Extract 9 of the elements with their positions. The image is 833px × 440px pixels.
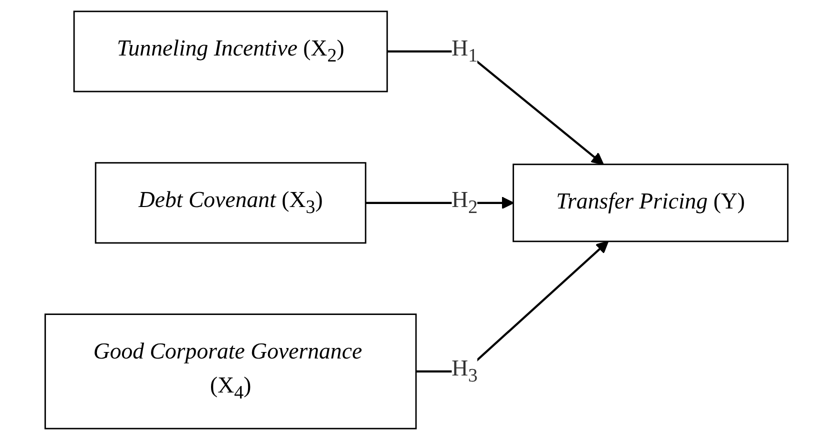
node-box: Good Corporate Governance (X$_{4}$) xyxy=(44,314,417,430)
arrow xyxy=(387,50,604,165)
edge-label: H$_{1}$ xyxy=(452,37,478,66)
node-box: Transfer Pricing (Y) xyxy=(512,164,789,242)
edge-label: H$_{2}$ xyxy=(452,188,478,218)
node-box: Debt Covenant (X$_{3}$) xyxy=(94,162,366,244)
node-box: Tunneling Incentive (X$_{2}$) xyxy=(73,10,388,92)
edge-label: H$_{3}$ xyxy=(452,357,478,386)
arrow xyxy=(416,240,609,372)
